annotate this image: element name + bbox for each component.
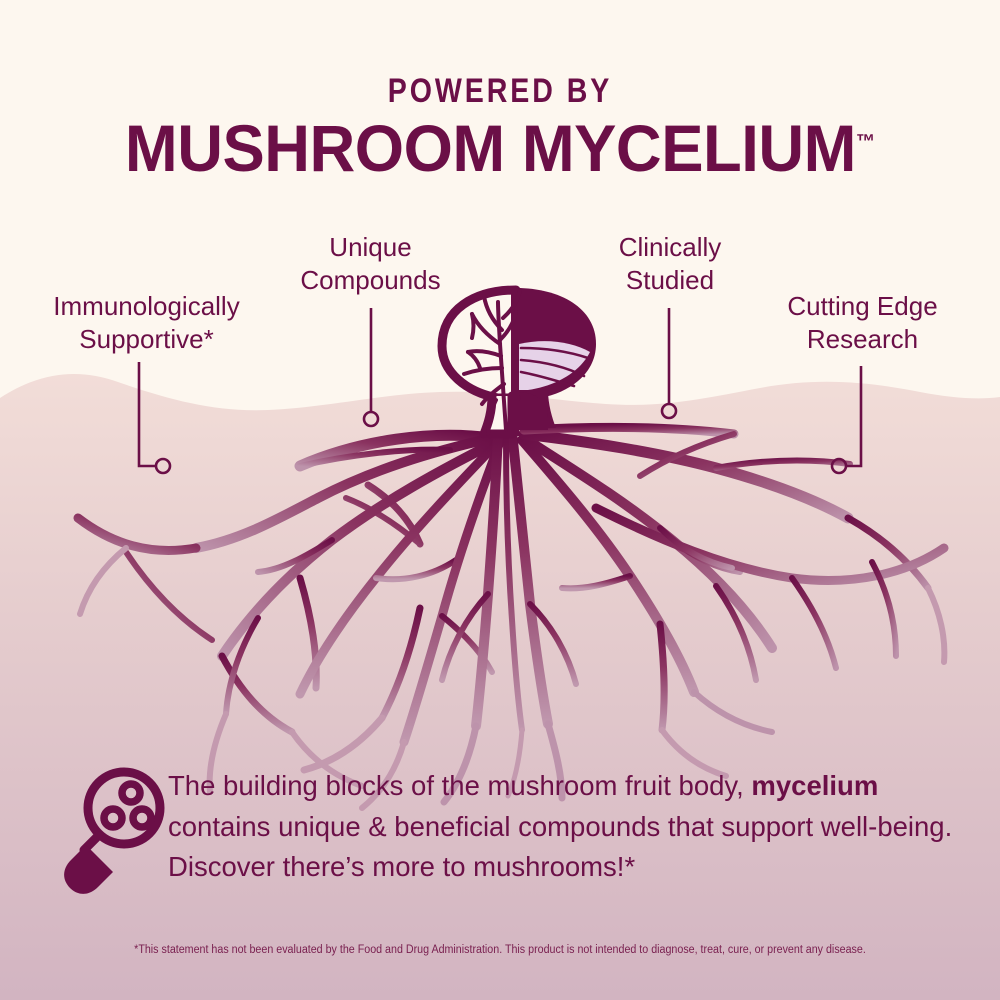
callout-leader-lines — [137, 308, 863, 475]
body-emphasis-mycelium: mycelium — [751, 770, 879, 801]
eyebrow-powered-by: POWERED BY — [387, 72, 613, 110]
body-text-part2: contains unique & beneficial compounds t… — [168, 810, 953, 883]
fda-disclaimer: *This statement has not been evaluated b… — [134, 944, 866, 956]
callout-label-clinically-studied: Clinically Studied — [618, 232, 722, 296]
callout-label-cutting-edge-research: Cutting Edge Research — [787, 291, 938, 355]
magnifier-spores-icon — [64, 767, 165, 894]
body-description: The building blocks of the mushroom frui… — [168, 766, 968, 888]
mycelium-root-network — [73, 422, 949, 811]
body-text-part1: The building blocks of the mushroom frui… — [168, 770, 752, 801]
trademark-symbol: ™ — [855, 131, 876, 153]
callout-label-immunologically-supportive: Immunologically Supportive* — [53, 291, 240, 355]
callout-label-unique-compounds: Unique Compounds — [300, 232, 441, 296]
page-title: MUSHROOM MYCELIUM™ — [20, 110, 980, 186]
mushroom-mycelium-illustration — [437, 285, 596, 439]
page-title-text: MUSHROOM MYCELIUM — [124, 111, 856, 185]
